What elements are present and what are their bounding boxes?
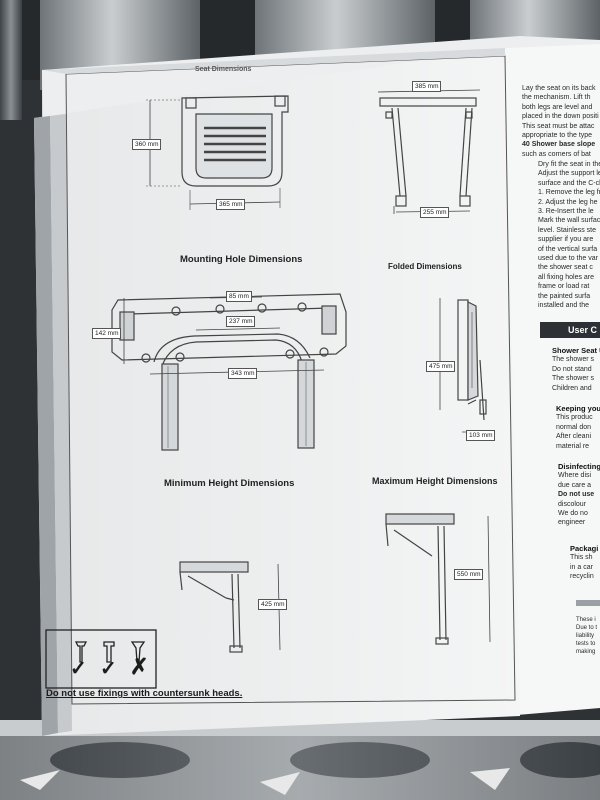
top-width-label: 385 mm bbox=[412, 81, 442, 92]
side-group-title: Disinfecting bbox=[558, 462, 600, 471]
side-line: Where disi bbox=[558, 472, 592, 480]
bracket-height-label: 142 mm bbox=[92, 328, 122, 339]
seat-front-drawing bbox=[377, 89, 481, 214]
side-line: in a car bbox=[570, 563, 593, 571]
side-line: Dry fit the seat in the bbox=[538, 161, 600, 168]
side-line: engineer bbox=[558, 519, 586, 527]
side-line: 3. Re-Insert the le bbox=[538, 208, 594, 216]
side-line: tests to bbox=[576, 641, 596, 647]
side-line: Mark the wall surfac bbox=[538, 217, 600, 225]
side-line: recyclin bbox=[570, 573, 594, 581]
side-line: The shower s bbox=[552, 375, 595, 383]
side-line: We do no bbox=[558, 510, 588, 518]
mounting-drawing bbox=[111, 293, 347, 451]
fixings-note: Do not use fixings with countersunk head… bbox=[46, 688, 243, 699]
fixing-no-mark: ✗ bbox=[130, 654, 149, 679]
hole-spacing-top-label: 85 mm bbox=[226, 291, 252, 302]
min-height-drawing bbox=[179, 561, 281, 653]
side-panel-group-1: Shower Seat U The shower s Do not stand … bbox=[552, 346, 600, 393]
hole-spacing-mid-label: 237 mm bbox=[226, 316, 256, 327]
side-line: Do not use bbox=[558, 491, 595, 499]
seat-width-label: 365 mm bbox=[216, 199, 246, 210]
side-panel-group-2: Keeping you This produc normal don After… bbox=[556, 404, 600, 451]
side-line: normal don bbox=[556, 423, 592, 431]
side-line: material re bbox=[556, 442, 590, 450]
side-panel-intro: Lay the seat on its back the mechanism. … bbox=[522, 84, 599, 159]
side-line: After cleani bbox=[556, 433, 592, 441]
side-line: such as corners of bat bbox=[522, 150, 591, 158]
side-group-title: Keeping you bbox=[556, 404, 600, 413]
hole-spacing-bottom-label: 343 mm bbox=[228, 368, 258, 379]
side-line: the painted surfa bbox=[538, 292, 591, 300]
seat-dimensions-heading: Seat Dimensions bbox=[195, 66, 252, 73]
side-line: due care a bbox=[558, 481, 592, 489]
side-line: The shower s bbox=[552, 356, 595, 364]
side-line: making bbox=[576, 649, 596, 655]
user-care-section-bar: User C bbox=[540, 322, 600, 338]
side-line: of the vertical surfa bbox=[538, 245, 598, 253]
leg-spread-label: 255 mm bbox=[420, 207, 450, 218]
folded-depth-label: 103 mm bbox=[466, 430, 496, 441]
side-line: Due to t bbox=[576, 625, 598, 631]
side-line: Do not stand bbox=[552, 365, 592, 373]
max-height-label: 550 mm bbox=[454, 569, 484, 580]
side-line: surface and the C-ch bbox=[538, 179, 600, 187]
folded-drawing bbox=[439, 298, 492, 433]
side-panel-steps: Dry fit the seat in the Adjust the suppo… bbox=[538, 160, 600, 311]
side-line: Children and bbox=[552, 384, 592, 392]
side-line: installed and the bbox=[538, 302, 589, 310]
side-line: This seat must be attac bbox=[522, 122, 595, 130]
side-line: These i bbox=[576, 617, 596, 623]
side-line: supplier if you are bbox=[538, 236, 594, 244]
side-line: both legs are level and bbox=[522, 103, 593, 111]
side-line: level. Stainless ste bbox=[538, 226, 596, 234]
folded-height-label: 475 mm bbox=[426, 361, 456, 372]
side-line: placed in the down positi bbox=[522, 113, 599, 121]
side-line: all fixing holes are bbox=[538, 273, 595, 281]
min-height-label: 425 mm bbox=[258, 599, 288, 610]
side-line: This produc bbox=[556, 414, 593, 422]
side-group-title: Packagi bbox=[570, 544, 599, 553]
folded-heading: Folded Dimensions bbox=[388, 262, 462, 271]
side-line: 40 Shower base slope bbox=[522, 141, 596, 149]
maximum-height-heading: Maximum Height Dimensions bbox=[372, 476, 498, 486]
side-divider bbox=[576, 600, 600, 606]
side-line: discolour bbox=[558, 500, 587, 508]
max-height-drawing bbox=[385, 513, 491, 645]
side-line: 2. Adjust the leg he bbox=[538, 198, 598, 206]
side-line: used due to the var bbox=[538, 255, 598, 263]
side-line: the shower seat c bbox=[538, 264, 593, 272]
side-line: the mechanism. Lift th bbox=[522, 94, 591, 102]
side-panel-group-4: Packagi This sh in a car recyclin bbox=[570, 544, 598, 582]
fixings-box bbox=[45, 629, 157, 689]
side-line: 1. Remove the leg fr bbox=[538, 189, 600, 197]
fixing-ok-mark-1: ✓ bbox=[70, 658, 87, 680]
side-line: Lay the seat on its back bbox=[522, 85, 596, 92]
seat-plan-drawing bbox=[146, 95, 289, 210]
side-panel-group-3: Disinfecting Where disi due care a Do no… bbox=[558, 462, 600, 528]
mounting-hole-heading: Mounting Hole Dimensions bbox=[180, 254, 303, 265]
side-group-title: Shower Seat U bbox=[552, 346, 600, 355]
fixing-ok-mark-2: ✓ bbox=[100, 658, 117, 680]
seat-depth-label: 360 mm bbox=[132, 139, 162, 150]
side-panel-footer: These i Due to t liability tests to maki… bbox=[576, 616, 597, 656]
side-line: frame or load rat bbox=[538, 283, 590, 291]
side-line: This sh bbox=[570, 554, 593, 562]
side-line: appropriate to the type bbox=[522, 132, 593, 140]
side-line: liability bbox=[576, 633, 595, 639]
side-line: Adjust the support le bbox=[538, 170, 600, 178]
minimum-height-heading: Minimum Height Dimensions bbox=[164, 478, 295, 489]
